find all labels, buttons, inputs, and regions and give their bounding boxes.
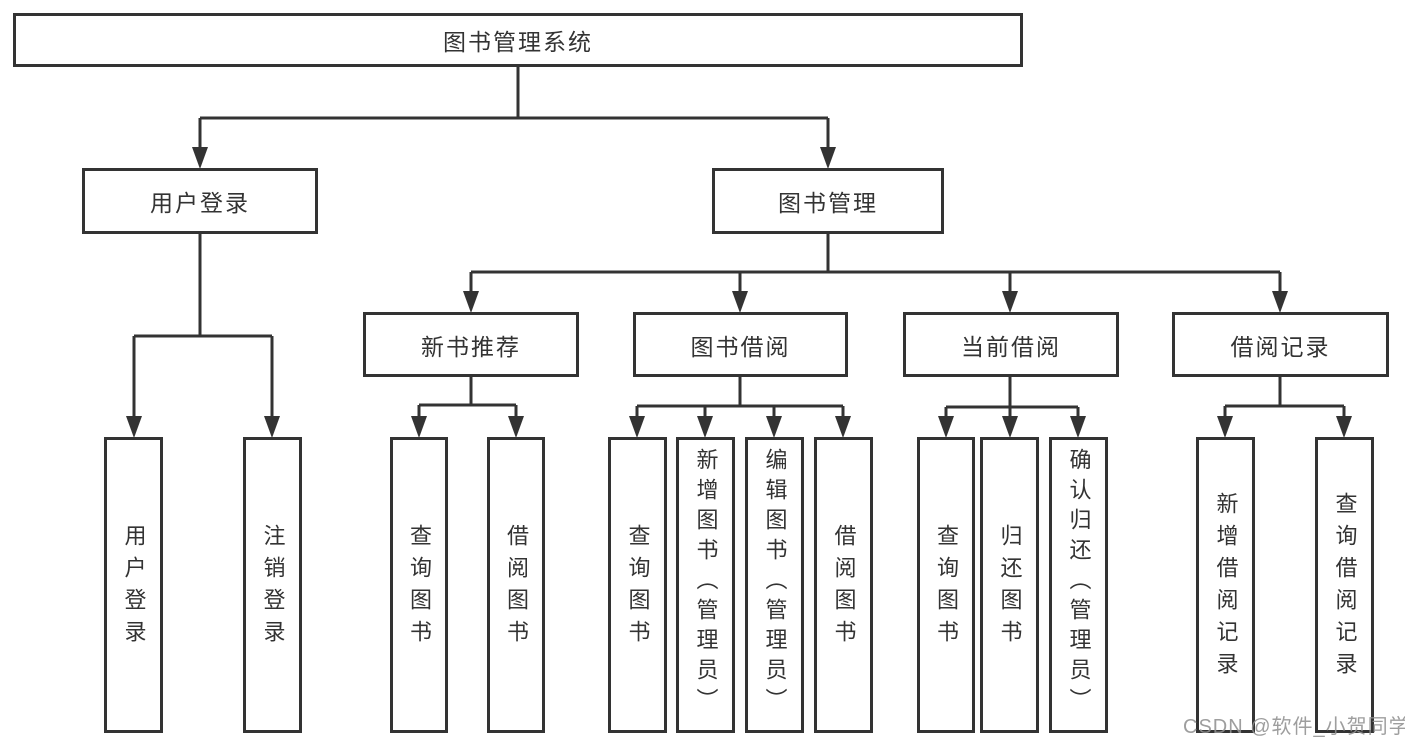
csdn-watermark: CSDN @软件_小贺同学: [1183, 716, 1405, 738]
leaf-return-books: 归还图书: [980, 437, 1039, 733]
leaf-query-books-borrowing: 查询图书: [608, 437, 667, 733]
leaf-query-books-current: 查询图书: [917, 437, 975, 733]
connector-paths: [132, 67, 1346, 418]
node-borrowing-records: 借阅记录: [1172, 312, 1389, 377]
leaf-add-borrow-record: 新增借阅记录: [1196, 437, 1255, 733]
leaf-query-books-recommend: 查询图书: [390, 437, 448, 733]
leaf-logout: 注销登录: [243, 437, 302, 733]
node-user-login: 用户登录: [82, 168, 318, 234]
node-book-management: 图书管理: [712, 168, 944, 234]
leaf-borrow-books-borrowing: 借阅图书: [814, 437, 873, 733]
leaf-confirm-return-admin: 确认归还（管理员）: [1049, 437, 1108, 733]
leaf-borrow-books-recommend: 借阅图书: [487, 437, 545, 733]
arrowheads: [126, 147, 1352, 438]
leaf-edit-book-admin: 编辑图书（管理员）: [745, 437, 804, 733]
node-root: 图书管理系统: [13, 13, 1023, 67]
leaf-add-book-admin: 新增图书（管理员）: [676, 437, 735, 733]
leaf-user-login: 用户登录: [104, 437, 163, 733]
node-new-book-recommendation: 新书推荐: [363, 312, 579, 377]
node-current-borrowing: 当前借阅: [903, 312, 1119, 377]
node-book-borrowing: 图书借阅: [633, 312, 848, 377]
leaf-query-borrow-record: 查询借阅记录: [1315, 437, 1374, 733]
